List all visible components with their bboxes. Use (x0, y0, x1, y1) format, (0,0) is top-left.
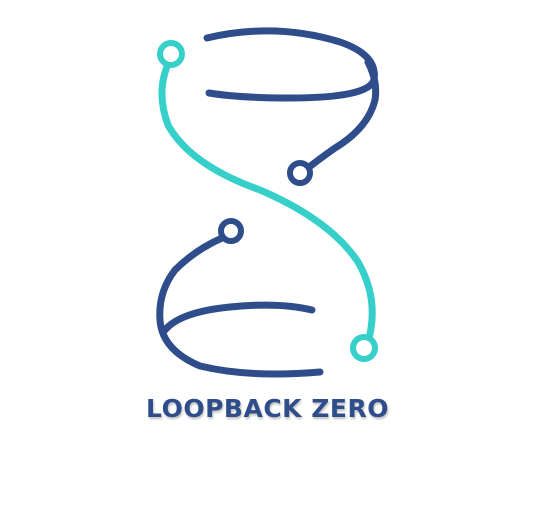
bottom-navy-node (218, 218, 244, 244)
top-teal-node (157, 40, 185, 68)
top-loop-back-arc (203, 27, 378, 102)
bottom-loop-back-arc (161, 301, 316, 334)
teal-s-curve (158, 56, 376, 346)
top-loop-front-arc (304, 58, 380, 172)
bottom-teal-node (350, 334, 378, 362)
top-navy-node (287, 160, 313, 186)
brand-wordmark: LOOPBACK ZERO (146, 394, 389, 423)
